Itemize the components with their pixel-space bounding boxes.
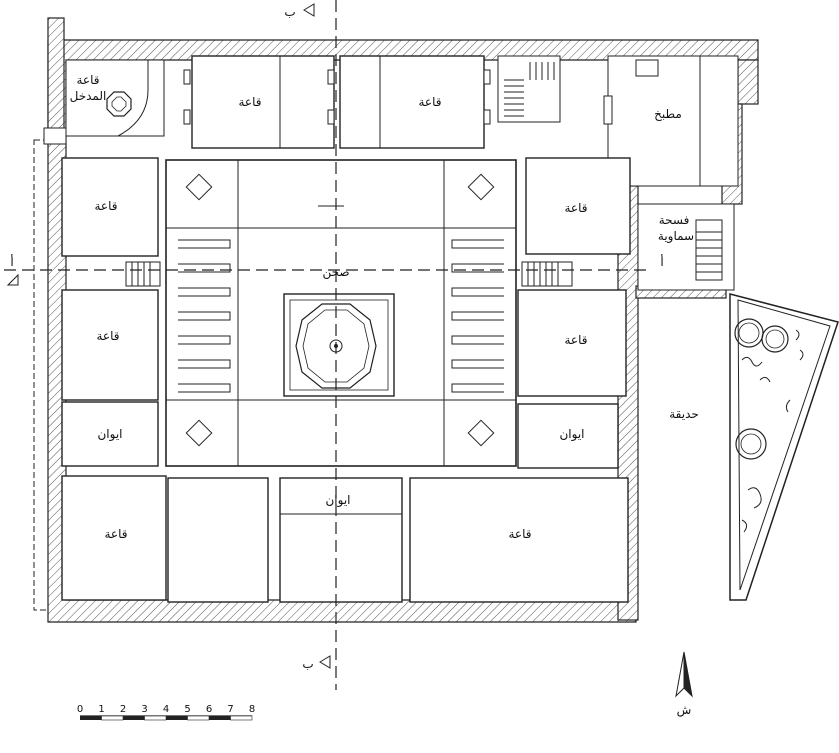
- top-hall-2-label: قاعة: [419, 95, 442, 109]
- bottom-side-room: [167, 477, 269, 603]
- right-hall-upper-label: قاعة: [565, 201, 588, 215]
- top-hall-1: [183, 55, 335, 149]
- right-hall-upper: [525, 157, 631, 255]
- section-mark-b-top: ب: [284, 5, 295, 19]
- kitchen-label: مطبخ: [654, 107, 682, 121]
- skylight-label-2: سماوية: [658, 229, 694, 244]
- section-mark-a-right: أ: [660, 254, 663, 269]
- left-hall-middle-label: قاعة: [97, 329, 120, 343]
- entrance-hall: [65, 59, 165, 137]
- north-arrow-icon: [675, 651, 693, 698]
- right-iwan: [517, 403, 619, 469]
- tree-icon: [735, 428, 767, 460]
- section-line-b: [303, 0, 344, 690]
- garden-label: حديقة: [669, 407, 699, 421]
- scale-tick-label: 8: [249, 704, 255, 715]
- bottom-left-hall-label: قاعة: [105, 527, 128, 541]
- entrance-hall-label-2: المدخل: [70, 89, 107, 103]
- courtyard: [165, 159, 517, 467]
- right-stairs: [521, 261, 573, 287]
- scale-tick-label: 6: [206, 704, 212, 715]
- scale-labels: 0 1 2 3 4 5 6 7 8: [77, 704, 255, 715]
- scale-tick-label: 0: [77, 704, 83, 715]
- top-hall-2: [339, 55, 491, 149]
- bottom-left-hall: [61, 475, 167, 601]
- scale-tick-label: 5: [184, 704, 190, 715]
- section-mark-b-bottom: ب: [302, 657, 313, 671]
- top-hall-1-label: قاعة: [239, 95, 262, 109]
- center-iwan-label: ايوان: [325, 493, 350, 508]
- section-mark-a-left: أ: [10, 254, 13, 269]
- left-hall-upper: [61, 157, 159, 257]
- right-iwan-label: ايوان: [559, 427, 584, 442]
- room-labels: قاعة المدخل قاعة قاعة مطبخ قاعة قاعة فسح…: [70, 73, 699, 541]
- scale-tick-label: 2: [120, 704, 126, 715]
- scale-tick-label: 4: [163, 704, 169, 715]
- scale-tick-label: 1: [98, 704, 104, 715]
- left-hall-middle: [61, 289, 159, 401]
- courtyard-label: صحن: [322, 265, 349, 280]
- bottom-right-hall: [409, 477, 629, 603]
- scale-tick-label: 3: [141, 704, 147, 715]
- corner-tiles: [165, 159, 517, 467]
- left-iwan-label: ايوان: [97, 427, 122, 442]
- left-iwan: [61, 401, 159, 467]
- scale-tick-label: 7: [227, 704, 233, 715]
- right-hall-middle-label: قاعة: [565, 333, 588, 347]
- scale-bar: [80, 715, 253, 721]
- left-hall-upper-label: قاعة: [95, 199, 118, 213]
- tree-icon: [734, 318, 789, 353]
- skylight-label-1: فسحة: [659, 213, 690, 227]
- garden-area: [729, 293, 839, 601]
- center-iwan: [279, 477, 403, 603]
- section-line-a: [4, 269, 650, 286]
- skylight: [637, 203, 735, 291]
- entrance-hall-label-1: قاعة: [77, 73, 100, 87]
- stairs: [497, 55, 561, 123]
- section-mark-labels: أ أ ب ب ش: [10, 5, 691, 718]
- bottom-right-hall-label: قاعة: [509, 527, 532, 541]
- courtyard-pattern: [178, 239, 504, 393]
- left-stairs: [125, 261, 161, 287]
- north-label: ش: [677, 703, 692, 718]
- right-hall-middle: [517, 289, 627, 397]
